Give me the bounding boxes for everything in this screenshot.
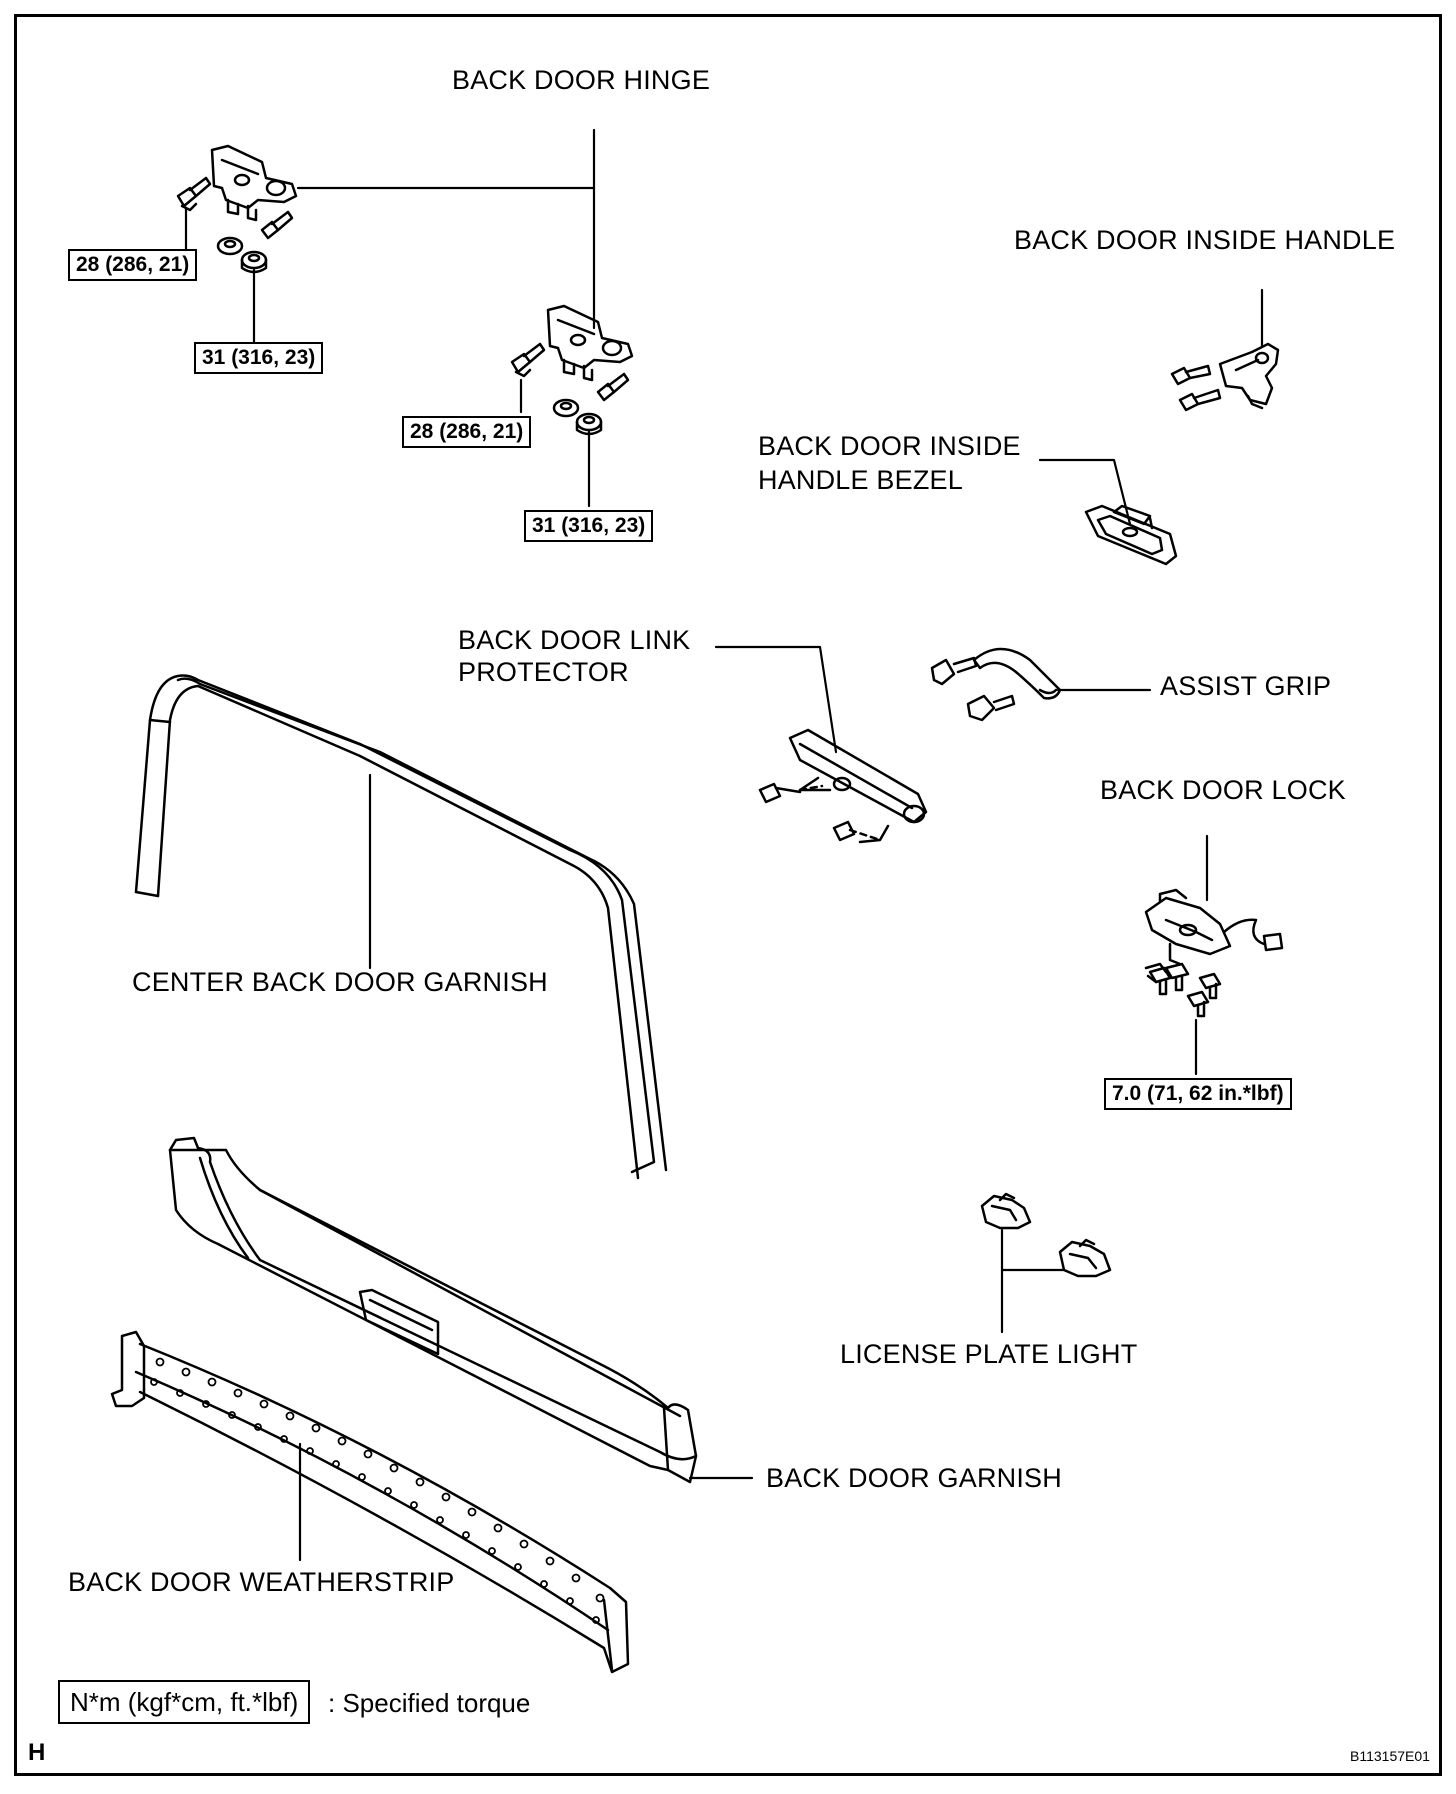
hinge-left-bolt-2-icon xyxy=(260,210,294,240)
label-back-door-hinge: BACK DOOR HINGE xyxy=(452,65,711,95)
hinge-right-nut-icon xyxy=(552,398,603,436)
license-plate-light-2 xyxy=(1058,1238,1112,1278)
weatherstrip-clip-icons xyxy=(150,1357,605,1624)
legend-torque-meaning: : Specified torque xyxy=(328,1688,531,1718)
label-back-door-link-protector-line1: BACK DOOR LINK xyxy=(458,625,691,655)
legend-torque-units: N*m (kgf*cm, ft.*lbf) xyxy=(58,1680,311,1724)
assist-grip-cap-1-icon xyxy=(930,656,978,686)
lock-bolt-1-icon xyxy=(1164,962,1190,992)
inside-handle-screw-2-icon xyxy=(1178,388,1222,412)
assist-grip-cap-2-icon xyxy=(966,694,1016,722)
inside-handle-screw-1-icon xyxy=(1170,364,1212,386)
lock-bolt-4-icon xyxy=(1198,972,1222,1000)
back-door-link-protector xyxy=(788,728,928,844)
torque-hinge-right-nut: 31 (316, 23) xyxy=(524,510,654,542)
back-door-inside-handle-bezel xyxy=(1084,504,1178,566)
label-back-door-weatherstrip: BACK DOOR WEATHERSTRIP xyxy=(68,1567,455,1597)
link-protector-screw-1-icon xyxy=(758,782,824,804)
center-back-door-garnish xyxy=(134,674,668,1180)
link-protector-screw-2-icon xyxy=(832,820,882,842)
label-back-door-link-protector-line2: PROTECTOR xyxy=(458,657,629,687)
label-assist-grip: ASSIST GRIP xyxy=(1160,671,1332,701)
back-door-weatherstrip xyxy=(110,1330,630,1674)
label-back-door-inside-handle: BACK DOOR INSIDE HANDLE xyxy=(1014,225,1396,255)
assist-grip xyxy=(972,647,1062,700)
back-door-hinge-right xyxy=(546,304,634,382)
torque-hinge-right-bolt: 28 (286, 21) xyxy=(402,416,532,448)
back-door-hinge-left xyxy=(210,144,298,222)
lock-bolt-5-icon xyxy=(1186,990,1210,1018)
leader-lines xyxy=(184,128,1264,1562)
license-plate-light-1 xyxy=(980,1192,1032,1230)
figure-code: B113157E01 xyxy=(1350,1748,1430,1764)
torque-hinge-left-nut: 31 (316, 23) xyxy=(194,342,324,374)
label-back-door-inside-handle-bezel-line1: BACK DOOR INSIDE xyxy=(758,431,1021,461)
label-center-back-door-garnish: CENTER BACK DOOR GARNISH xyxy=(132,967,548,997)
torque-hinge-left-bolt: 28 (286, 21) xyxy=(68,249,198,281)
back-door-inside-handle xyxy=(1218,342,1280,410)
hinge-right-bolt-icon xyxy=(510,342,546,378)
back-door-lock xyxy=(1144,888,1284,966)
label-back-door-lock: BACK DOOR LOCK xyxy=(1100,775,1346,805)
label-back-door-inside-handle-bezel-line2: HANDLE BEZEL xyxy=(758,465,963,495)
hinge-right-bolt-2-icon xyxy=(596,372,630,402)
diagram-frame xyxy=(14,14,1442,1776)
hinge-left-nut-icon xyxy=(216,236,268,274)
label-license-plate-light: LICENSE PLATE LIGHT xyxy=(840,1339,1138,1369)
hinge-left-bolt-icon xyxy=(176,176,212,212)
lock-bolt-3-icon xyxy=(1148,966,1172,996)
corner-letter: H xyxy=(28,1739,46,1766)
torque-back-door-lock: 7.0 (71, 62 in.*lbf) xyxy=(1104,1078,1292,1110)
label-back-door-garnish: BACK DOOR GARNISH xyxy=(766,1463,1062,1493)
back-door-garnish xyxy=(168,1136,698,1484)
